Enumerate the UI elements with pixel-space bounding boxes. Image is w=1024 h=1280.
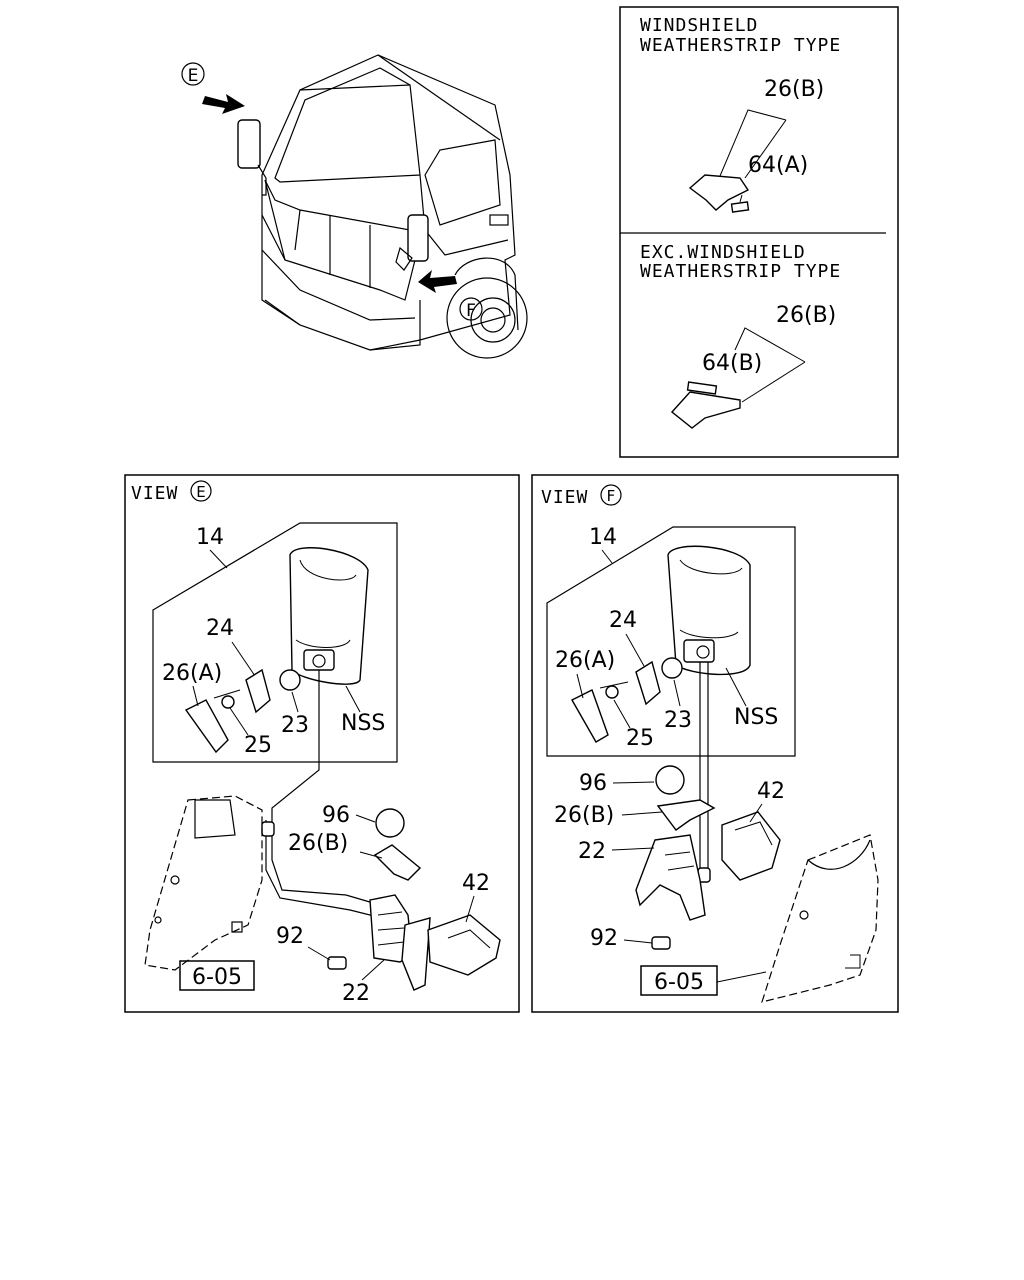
view-e-ref: 6-05 xyxy=(192,965,242,990)
inset-top-label-26b: 26(B) xyxy=(764,77,824,102)
door-panel-e xyxy=(144,795,263,971)
cover-24-e xyxy=(245,668,271,714)
view-e-title: VIEW xyxy=(131,483,178,504)
bolt-92-e xyxy=(327,956,347,970)
inset-top-caption-line1: WINDSHIELD xyxy=(640,15,758,36)
view-e-marker: E xyxy=(196,483,205,501)
mirror-base-22-f xyxy=(635,834,706,921)
pad-64b-shape xyxy=(686,381,718,395)
cap-96-f xyxy=(655,765,685,795)
view-f-label-26a: 26(A) xyxy=(555,648,615,673)
svg-text:F: F xyxy=(466,301,476,321)
view-f-label-92: 92 xyxy=(590,926,618,951)
inset-bottom-label-26b: 26(B) xyxy=(776,303,836,328)
inset-frame xyxy=(619,6,899,458)
weatherstrip-bracket-shape xyxy=(688,174,750,211)
view-f-ref-box xyxy=(640,965,718,996)
cap-26a-f xyxy=(571,689,609,743)
cap-23-f xyxy=(661,657,683,679)
view-e-label-42: 42 xyxy=(462,871,490,896)
view-f-label-24: 24 xyxy=(609,608,637,633)
view-f-label-25: 25 xyxy=(626,726,654,751)
view-f-label-nss: NSS xyxy=(734,705,778,730)
inset-bottom-caption-line2: WEATHERSTRIP TYPE xyxy=(640,261,841,282)
view-f-ref: 6-05 xyxy=(654,970,704,995)
bracket-42-e xyxy=(427,914,501,976)
bracket-26b-e xyxy=(373,844,422,881)
arrow-e-icon xyxy=(202,94,245,114)
view-f-label-26b: 26(B) xyxy=(554,803,614,828)
view-f-label-14: 14 xyxy=(589,525,617,550)
view-e-frame xyxy=(124,474,520,1013)
view-f-label-22: 22 xyxy=(578,839,606,864)
bracket-26b-shape xyxy=(670,391,741,429)
view-f-marker: F xyxy=(607,487,616,505)
view-e-panel: VIEW E 14 24 26(A) 25 23 NSS xyxy=(124,474,520,1013)
door-panel-f xyxy=(761,834,879,1003)
inset-bottom-label-64b: 64(B) xyxy=(702,351,762,376)
view-e-label-14: 14 xyxy=(196,525,224,550)
view-e-label-nss: NSS xyxy=(341,711,385,736)
bracket-42-f xyxy=(721,811,781,881)
cap-23-e xyxy=(279,669,301,691)
view-e-label-22: 22 xyxy=(342,981,370,1006)
inset-top-label-64a: 64(A) xyxy=(748,153,808,178)
arrow-f-icon xyxy=(418,270,457,293)
view-e-label-25: 25 xyxy=(244,733,272,758)
view-f-panel: VIEW F 14 24 26(A) 25 23 NSS 96 2 xyxy=(531,474,899,1013)
view-e-label-26a: 26(A) xyxy=(162,661,222,686)
svg-text:E: E xyxy=(188,66,199,86)
marker-e: E xyxy=(181,62,205,86)
view-f-title: VIEW xyxy=(541,487,588,508)
view-e-ref-box xyxy=(179,960,255,991)
view-f-frame xyxy=(531,474,899,1013)
view-e-label-96: 96 xyxy=(322,803,350,828)
marker-f: F xyxy=(459,297,483,321)
view-e-label-24: 24 xyxy=(206,616,234,641)
truck-overview: E F xyxy=(181,54,528,359)
cap-96-e xyxy=(375,808,405,838)
view-f-label-42: 42 xyxy=(757,779,785,804)
cap-26a-e xyxy=(184,699,229,754)
bracket-26b-f xyxy=(656,799,716,831)
variant-inset: WINDSHIELD WEATHERSTRIP TYPE 26(B) 64(A)… xyxy=(619,6,899,458)
inset-bottom-caption-line1: EXC.WINDSHIELD xyxy=(640,242,806,263)
view-e-label-92: 92 xyxy=(276,924,304,949)
view-f-label-23: 23 xyxy=(664,708,692,733)
pad-64a-shape xyxy=(730,201,750,213)
view-f-label-96: 96 xyxy=(579,771,607,796)
bolt-92-f xyxy=(651,936,671,950)
cover-24-f xyxy=(635,660,661,706)
view-e-label-26b: 26(B) xyxy=(288,831,348,856)
view-e-label-23: 23 xyxy=(281,713,309,738)
inset-top-caption-line2: WEATHERSTRIP TYPE xyxy=(640,35,841,56)
